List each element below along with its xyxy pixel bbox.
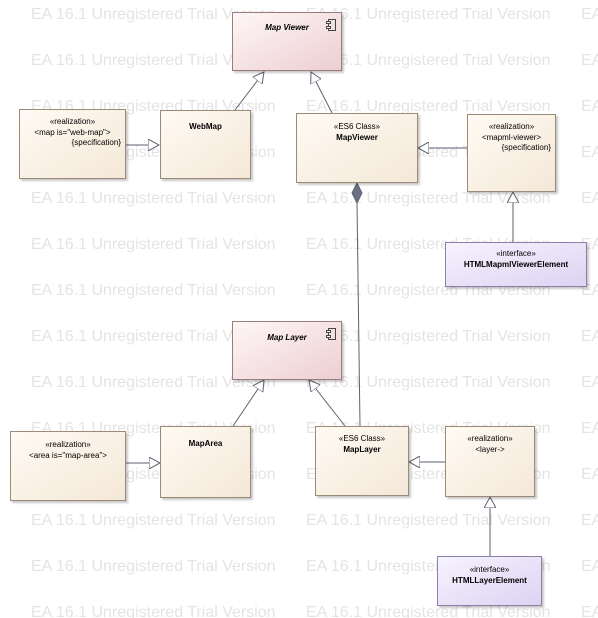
html-layer-stereotype: «interface» (469, 565, 510, 574)
watermark-text: EA 16.1 Unregistered Trial Version (31, 374, 276, 391)
watermark-text: EA 16.1 Unregistered Trial Version (306, 604, 551, 618)
map-viewer-component-name: Map Viewer (265, 23, 309, 32)
maplayer-name: MapLayer (343, 445, 381, 454)
watermark-text: EA 16.1 Unregistered Trial Version (581, 374, 598, 391)
watermark-text: EA 16.1 Unregistered Trial Version (581, 52, 598, 69)
html-mapml-viewer-stereotype: «interface» (496, 249, 536, 258)
webmap-class[interactable]: WebMap (160, 110, 251, 179)
watermark-text: EA 16.1 Unregistered Trial Version (31, 236, 276, 253)
watermark-text: EA 16.1 Unregistered Trial Version (306, 52, 551, 69)
maparea-class[interactable]: MapArea (160, 426, 251, 498)
mapviewer-name: MapViewer (336, 133, 378, 142)
watermark-text: EA 16.1 Unregistered Trial Version (0, 190, 1, 208)
mapml-viewer-realization[interactable]: «realization» <mapml-viewer> {specificat… (467, 114, 556, 192)
watermark-text: EA 16.1 Unregistered Trial Version (31, 328, 276, 345)
map-layer-component-name: Map Layer (267, 333, 307, 342)
mapviewer-es6-class[interactable]: «ES6 Class» MapViewer (296, 113, 418, 183)
watermark-text: EA 16.1 Unregistered Trial Version (306, 98, 551, 115)
watermark-text: EA 16.1 Unregistered Trial Version (581, 512, 598, 529)
component-icon (326, 19, 336, 31)
watermark-text: EA 16.1 Unregistered Trial Version (306, 374, 551, 391)
map-viewer-component[interactable]: Map Viewer (232, 12, 342, 71)
watermark-text: EA 16.1 Unregistered Trial Version (0, 558, 1, 576)
mapml-viewer-stereotype: «realization» (488, 122, 535, 131)
component-icon (326, 328, 336, 340)
watermark-text: EA 16.1 Unregistered Trial Version (581, 420, 598, 437)
map-realization-stereotype: «realization» (49, 117, 96, 126)
watermark-text: EA 16.1 Unregistered Trial Version (306, 512, 551, 529)
watermark-text: EA 16.1 Unregistered Trial Version (306, 328, 551, 345)
watermark-text: EA 16.1 Unregistered Trial Version (581, 604, 598, 618)
layer-realization[interactable]: «realization» <layer-> (445, 426, 535, 497)
map-web-map-realization[interactable]: «realization» <map is="web-map"> {specif… (19, 109, 126, 179)
webmap-to-mapviewer-generalization (234, 72, 264, 111)
watermark-text: EA 16.1 Unregistered Trial Version (0, 144, 1, 162)
watermark-text: EA 16.1 Unregistered Trial Version (581, 6, 598, 23)
watermark-text: EA 16.1 Unregistered Trial Version (31, 512, 276, 529)
watermark-text: EA 16.1 Unregistered Trial Version (581, 98, 598, 115)
maplayer-class-to-maplayer-generalization (309, 380, 346, 427)
map-realization-spec: {specification} (71, 138, 121, 147)
mapviewer-stereotype: «ES6 Class» (333, 122, 381, 131)
mapviewer-class-to-mapviewer-generalization (311, 72, 333, 114)
watermark-text: EA 16.1 Unregistered Trial Version (581, 328, 598, 345)
maplayer-stereotype: «ES6 Class» (338, 434, 386, 443)
watermark-text: EA 16.1 Unregistered Trial Version (306, 190, 551, 207)
maparea-to-maplayer-generalization (232, 380, 264, 427)
watermark-text: EA 16.1 Unregistered Trial Version (0, 420, 1, 438)
watermark-text: EA 16.1 Unregistered Trial Version (0, 52, 1, 70)
layer-realization-name: <layer-> (475, 445, 505, 454)
maparea-name: MapArea (188, 439, 223, 448)
watermark-text: EA 16.1 Unregistered Trial Version (0, 282, 1, 300)
map-realization-name: <map is="web-map"> (34, 128, 111, 137)
maplayer-to-mapviewer-composition (356, 202, 361, 427)
html-layer-element-interface[interactable]: «interface» HTMLLayerElement (437, 556, 542, 606)
watermark-text: EA 16.1 Unregistered Trial Version (31, 190, 276, 207)
watermark-text: EA 16.1 Unregistered Trial Version (581, 466, 598, 483)
maplayer-es6-class[interactable]: «ES6 Class» MapLayer (315, 426, 409, 496)
html-layer-name: HTMLLayerElement (452, 576, 527, 585)
watermark-text: EA 16.1 Unregistered Trial Version (31, 604, 276, 618)
watermark-text: EA 16.1 Unregistered Trial Version (306, 6, 551, 23)
mapml-viewer-spec: {specification} (501, 143, 551, 152)
area-realization-name: <area is="map-area"> (29, 451, 107, 460)
watermark-text: EA 16.1 Unregistered Trial Version (31, 52, 276, 69)
html-mapml-viewer-element-interface[interactable]: «interface» HTMLMapmlViewerElement (445, 242, 587, 287)
webmap-name: WebMap (189, 122, 222, 131)
watermark-text: EA 16.1 Unregistered Trial Version (31, 558, 276, 575)
html-mapml-viewer-name: HTMLMapmlViewerElement (463, 260, 569, 269)
watermark-text: EA 16.1 Unregistered Trial Version (581, 190, 598, 207)
layer-realization-stereotype: «realization» (467, 434, 513, 443)
watermark-text: EA 16.1 Unregistered Trial Version (581, 144, 598, 161)
watermark-text: EA 16.1 Unregistered Trial Version (0, 236, 1, 254)
area-map-area-realization[interactable]: «realization» <area is="map-area"> (10, 431, 126, 501)
mapml-viewer-name: <mapml-viewer> (481, 133, 542, 142)
watermark-text: EA 16.1 Unregistered Trial Version (0, 604, 1, 618)
watermark-text: EA 16.1 Unregistered Trial Version (0, 98, 1, 116)
watermark-text: EA 16.1 Unregistered Trial Version (0, 466, 1, 484)
watermark-text: EA 16.1 Unregistered Trial Version (0, 374, 1, 392)
watermark-text: EA 16.1 Unregistered Trial Version (31, 282, 276, 299)
map-layer-component[interactable]: Map Layer (232, 321, 342, 380)
watermark-text: EA 16.1 Unregistered Trial Version (0, 328, 1, 346)
watermark-text: EA 16.1 Unregistered Trial Version (31, 6, 276, 23)
watermark-text: EA 16.1 Unregistered Trial Version (581, 558, 598, 575)
area-realization-stereotype: «realization» (45, 440, 91, 449)
watermark-text: EA 16.1 Unregistered Trial Version (0, 512, 1, 530)
composition-diamond (351, 181, 363, 205)
watermark-text: EA 16.1 Unregistered Trial Version (0, 6, 1, 24)
